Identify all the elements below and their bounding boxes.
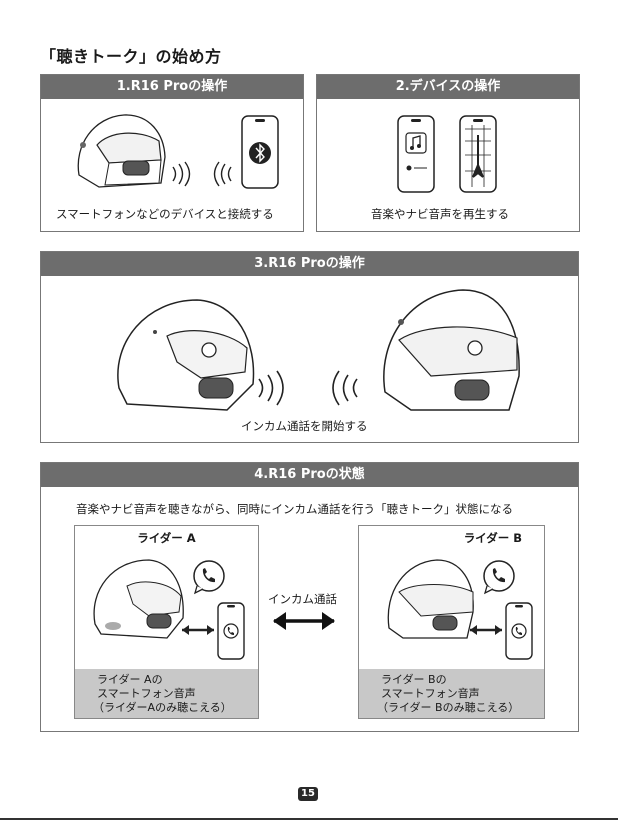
rider-b-note-line2: スマートフォン音声 xyxy=(381,687,544,701)
rider-b-label: ライダー B xyxy=(359,530,544,546)
section-2-caption: 音楽やナビ音声を再生する xyxy=(371,206,509,222)
signal-waves-right-icon xyxy=(207,161,237,187)
section-1-panel: 1.R16 Proの操作 スマートフォンなどのデバイスと接続する xyxy=(40,74,304,232)
section-1-caption: スマートフォンなどのデバイスと接続する xyxy=(56,206,274,222)
rider-b-note: ライダー Bの スマートフォン音声 （ライダー Bのみ聴こえる） xyxy=(359,669,544,718)
rider-a-note: ライダー Aの スマートフォン音声 （ライダーAのみ聴こえる） xyxy=(75,669,258,718)
rider-a-card: ライダー A ライダー Aの スマートフォン音声 （ライダーAのみ聴こえる） xyxy=(74,525,259,719)
full-face-helmet-illustration xyxy=(69,105,169,195)
section-1-heading: 1.R16 Proの操作 xyxy=(41,75,303,99)
rider-b-note-line3: （ライダー Bのみ聴こえる） xyxy=(377,701,544,715)
full-face-helmet-illustration xyxy=(381,554,477,644)
double-arrow-icon xyxy=(181,624,215,636)
intercom-double-arrow-icon xyxy=(272,611,336,631)
rider-b-note-line1: ライダー Bの xyxy=(381,673,544,687)
double-arrow-icon xyxy=(469,624,503,636)
page-title: 「聴きトーク」の始め方 xyxy=(40,43,222,67)
signal-waves-left-icon xyxy=(169,161,199,187)
rider-a-note-line1: ライダー Aの xyxy=(97,673,258,687)
smartphone-bluetooth-icon xyxy=(241,115,281,191)
signal-waves-right-icon xyxy=(321,370,361,406)
rider-a-label: ライダー A xyxy=(75,530,258,546)
intercom-label: インカム通話 xyxy=(268,591,337,607)
rider-a-note-line2: スマートフォン音声 xyxy=(97,687,258,701)
section-2-heading: 2.デバイスの操作 xyxy=(317,75,579,99)
rider-b-card: ライダー B ライダー Bの スマートフォン音声 （ライダー Bのみ聴こえる） xyxy=(358,525,545,719)
section-4-description: 音楽やナビ音声を聴きながら、同時にインカム通話を行う「聴きトーク」状態になる xyxy=(76,501,513,517)
section-3-panel: 3.R16 Proの操作 インカム通話を開始する xyxy=(40,251,579,443)
section-3-heading: 3.R16 Proの操作 xyxy=(41,252,578,276)
section-4-heading: 4.R16 Proの状態 xyxy=(41,463,578,487)
smartphone-call-icon xyxy=(505,602,535,662)
smartphone-call-icon xyxy=(217,602,247,662)
open-face-helmet-illustration xyxy=(107,292,257,412)
rider-a-note-line3: （ライダーAのみ聴こえる） xyxy=(93,701,258,715)
phone-call-bubble-icon xyxy=(193,560,227,594)
smartphone-music-icon xyxy=(397,115,437,195)
section-4-panel: 4.R16 Proの状態 音楽やナビ音声を聴きながら、同時にインカム通話を行う「… xyxy=(40,462,579,732)
signal-waves-left-icon xyxy=(255,370,295,406)
section-2-panel: 2.デバイスの操作 音楽やナビ音声を再生する xyxy=(316,74,580,232)
page-number: 15 xyxy=(298,787,318,801)
phone-call-bubble-icon xyxy=(483,560,517,594)
smartphone-navigation-icon xyxy=(459,115,499,195)
section-3-caption: インカム通話を開始する xyxy=(241,418,368,434)
open-face-helmet-illustration xyxy=(87,554,187,640)
full-face-helmet-illustration xyxy=(371,284,521,414)
